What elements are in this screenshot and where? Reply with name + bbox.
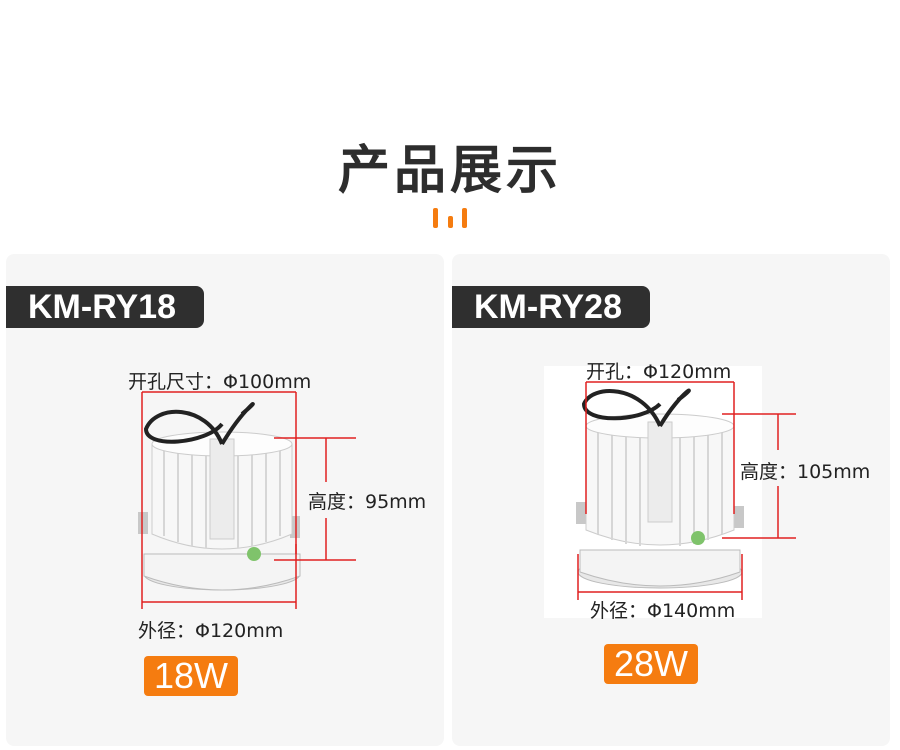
power-badge: 18W	[144, 656, 239, 696]
power-badge: 28W	[604, 644, 699, 684]
height-label: 高度：95mm	[308, 491, 427, 513]
model-tag: KM-RY28	[452, 286, 650, 328]
cutout-size-label: 开孔尺寸：Φ100mm	[128, 371, 312, 393]
outer-diameter-label: 外径：Φ140mm	[590, 600, 736, 622]
cutout-size-label: 开孔：Φ120mm	[586, 361, 732, 383]
downlight-image	[544, 366, 796, 618]
downlight-image	[138, 391, 356, 609]
page-title: 产品展示	[337, 141, 562, 201]
model-tag: KM-RY18	[6, 286, 204, 328]
height-label: 高度：105mm	[740, 461, 871, 483]
outer-diameter-label: 外径：Φ120mm	[138, 620, 284, 642]
product-card-ry28: KM-RY28	[452, 254, 890, 746]
product-card-ry18: KM-RY18	[6, 254, 444, 746]
